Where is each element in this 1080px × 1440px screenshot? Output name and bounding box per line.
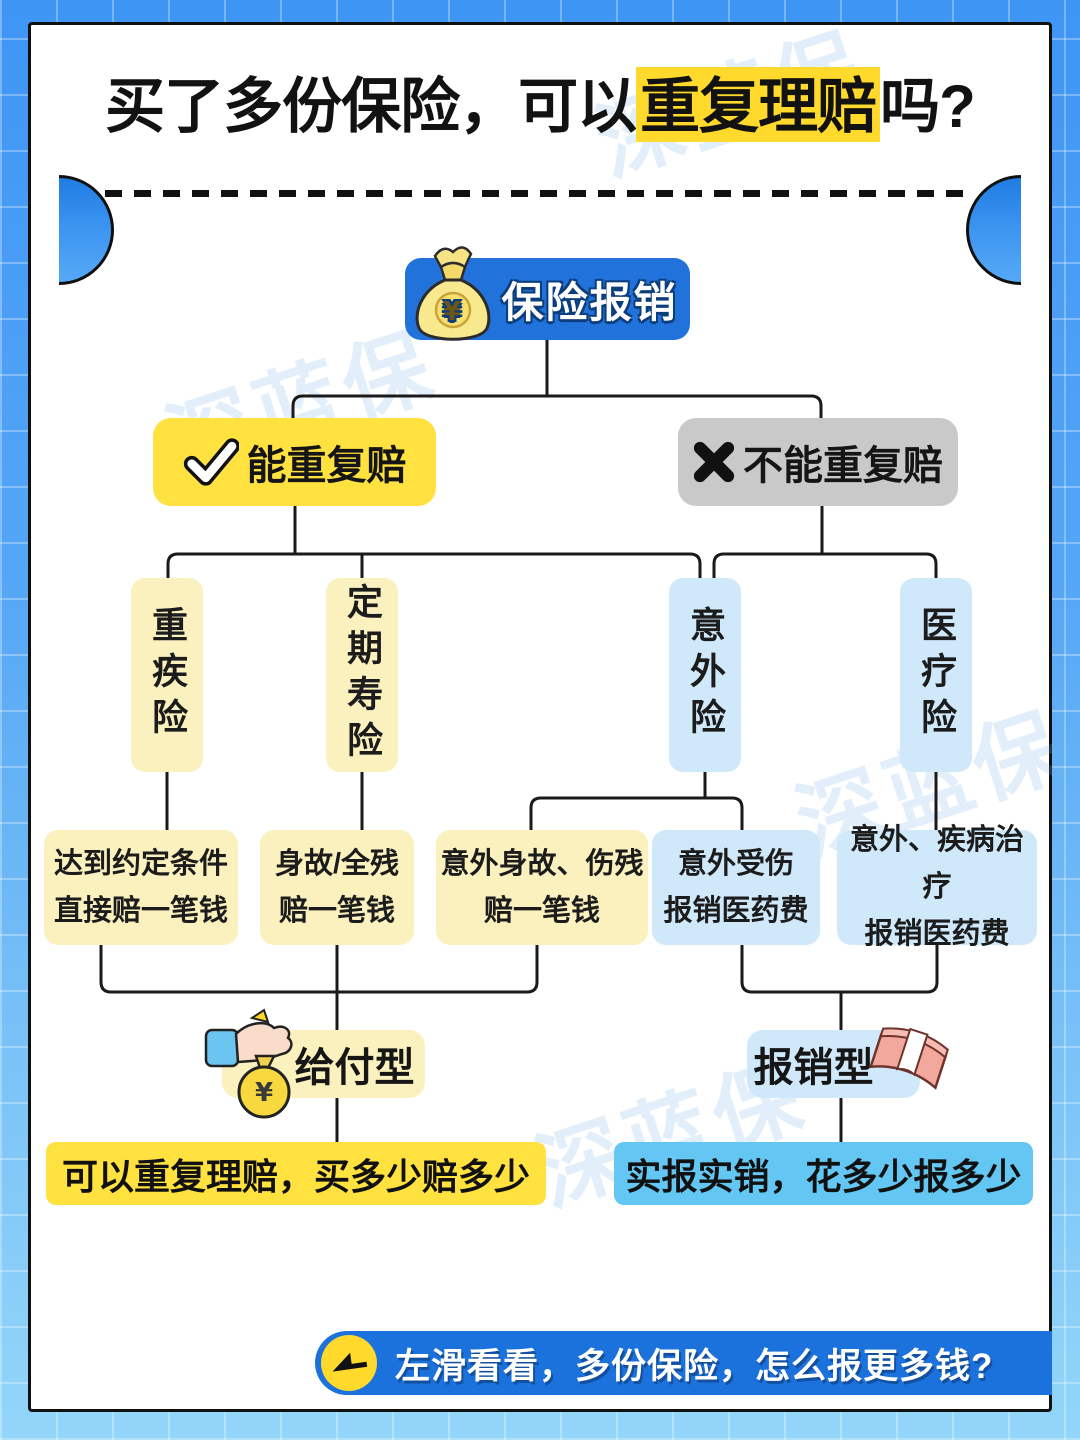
node-cannot-repeat-claim: 不能重复赔 [678, 418, 958, 506]
result-label: 实报实销，花多少报多少 [625, 1155, 1022, 1197]
swipe-hint-label: 左滑看看，多份保险，怎么报更多钱? [395, 1346, 994, 1386]
node-insurance-reimbursement: ¥ 保险报销 [405, 246, 690, 341]
type-label: 意外险 [685, 606, 726, 744]
dashed-divider [105, 190, 965, 197]
detail-accident-medical: 意外受伤 报销医药费 [652, 830, 820, 945]
detail-line: 报销医药费 [864, 917, 1010, 950]
banknotes-icon [868, 1027, 949, 1090]
detail-accident-lump: 意外身故、伤残 赔一笔钱 [436, 830, 648, 945]
detail-line: 意外、疾病治疗 [849, 824, 1024, 904]
type-label: 医疗险 [916, 606, 957, 744]
node-accident: 意外险 [669, 578, 741, 772]
node-can-repeat-claim: 能重复赔 [153, 418, 436, 506]
detail-line: 赔一笔钱 [483, 894, 600, 927]
node-payout-type: ¥ 给付型 [204, 1008, 425, 1119]
node-critical-illness: 重疾险 [131, 578, 203, 772]
branch-yes-label: 能重复赔 [246, 444, 407, 488]
result-actual-reimburse: 实报实销，花多少报多少 [614, 1142, 1033, 1205]
detail-line: 报销医药费 [663, 894, 809, 927]
detail-line: 赔一笔钱 [278, 894, 395, 927]
branch-no-label: 不能重复赔 [743, 444, 943, 488]
swipe-left-circle [321, 1335, 377, 1391]
title-post: 吗? [880, 73, 976, 140]
node-medical: 医疗险 [900, 578, 972, 772]
title-pre: 买了多份保险，可以 [105, 73, 637, 140]
payout-give-label: 给付型 [294, 1046, 415, 1090]
check-icon [183, 438, 239, 486]
type-label: 重疾险 [147, 606, 188, 744]
hand-money-icon: ¥ [204, 1008, 293, 1119]
detail-line: 身故/全残 [274, 847, 400, 880]
result-label: 可以重复理赔，买多少赔多少 [61, 1155, 530, 1197]
swipe-left-hint-bar[interactable]: 左滑看看，多份保险，怎么报更多钱? [315, 1331, 1052, 1395]
result-repeat-claim: 可以重复理赔，买多少赔多少 [46, 1142, 546, 1205]
detail-line: 直接赔一笔钱 [53, 894, 228, 927]
root-label: 保险报销 [501, 278, 678, 326]
detail-line: 意外身故、伤残 [440, 847, 644, 880]
yuan-symbol: ¥ [443, 297, 463, 327]
detail-medical-reimburse: 意外、疾病治疗 报销医药费 [837, 824, 1037, 950]
detail-critical-illness: 达到约定条件 直接赔一笔钱 [44, 830, 238, 945]
detail-line: 达到约定条件 [53, 847, 228, 880]
detail-term-life: 身故/全残 赔一笔钱 [260, 830, 414, 945]
node-reimburse-type: 报销型 [747, 1027, 949, 1098]
svg-text:¥: ¥ [255, 1078, 273, 1108]
node-term-life: 定期寿险 [326, 578, 398, 772]
type-label: 定期寿险 [342, 583, 383, 767]
page-title: 买了多份保险，可以重复理赔吗? [0, 58, 1080, 145]
cross-icon [693, 441, 735, 483]
swipe-left-arrow-icon [332, 1352, 368, 1372]
payout-reimburse-label: 报销型 [753, 1046, 874, 1090]
title-highlight: 重复理赔 [636, 67, 881, 142]
money-bag-icon: ¥ [415, 246, 491, 341]
detail-line: 意外受伤 [677, 847, 794, 880]
